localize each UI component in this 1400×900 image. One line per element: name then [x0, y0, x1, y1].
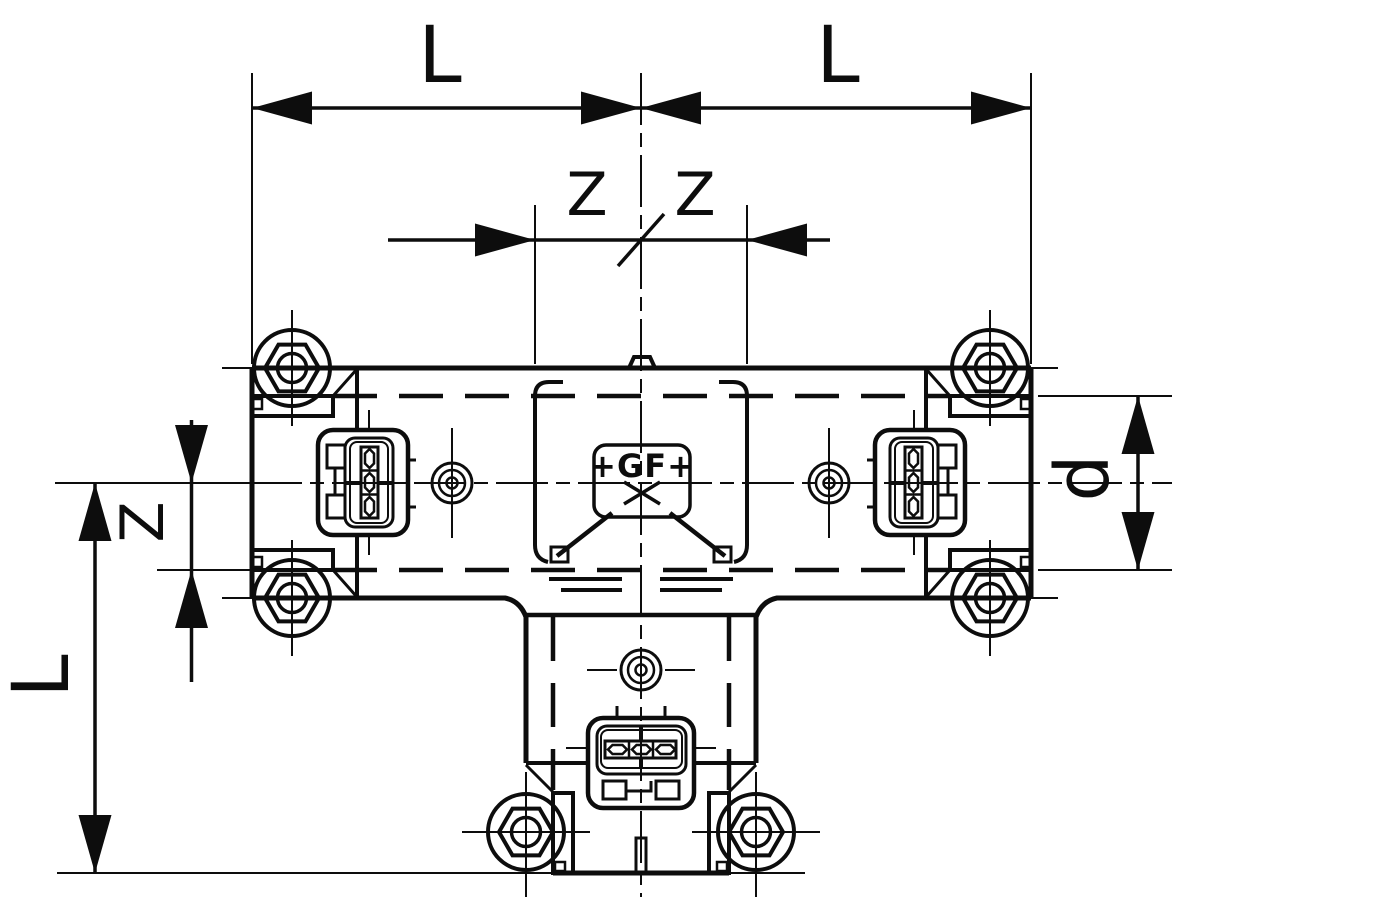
chamfer-lines	[331, 368, 952, 794]
drawing-root: +GF+ L L	[0, 11, 1172, 897]
connector-centerline-stubs	[368, 410, 915, 749]
top-center-tab	[627, 355, 657, 369]
label-Z-right: Z	[674, 160, 715, 230]
clamp-bolts	[252, 328, 1030, 872]
bolt	[950, 328, 1030, 408]
logo-plate-outline	[592, 443, 692, 519]
connector-block-left	[315, 427, 416, 538]
dimensions: L L Z Z Z L d	[0, 11, 1172, 874]
branch-opening-lines	[549, 577, 733, 592]
press-indicator	[807, 461, 851, 505]
label-L-top-right: L	[816, 11, 860, 101]
drawing-root-fill: +GF+ L L	[0, 11, 1172, 897]
bolt-crosshair	[692, 772, 820, 897]
bolt	[950, 558, 1030, 638]
socket-seams	[355, 368, 928, 598]
lug-notch	[553, 860, 567, 873]
lug-notch	[251, 555, 264, 569]
lug-notch	[715, 860, 729, 873]
extension-lines-diameter	[1038, 395, 1172, 571]
gf-logo-plate: +GF+	[589, 443, 695, 519]
bolt	[716, 792, 796, 872]
connector-block-bottom	[585, 706, 697, 811]
connector-block-right	[867, 427, 968, 538]
label-L-side: L	[0, 654, 87, 698]
funnel-end-block	[549, 545, 570, 564]
center-slash-mark	[616, 212, 666, 268]
extension-lines-top	[251, 73, 1032, 364]
hub-inner-left	[533, 380, 563, 545]
press-indicator	[430, 461, 474, 505]
label-Z-side: Z	[108, 501, 178, 542]
hub-inner-right	[719, 380, 749, 545]
logo-cross-mark	[623, 480, 661, 506]
hub-inner-corners	[533, 544, 749, 564]
label-Z-left: Z	[566, 160, 607, 230]
label-L-top-left: L	[418, 11, 462, 101]
gf-logo-text: +GF+	[589, 447, 695, 485]
lug-notch	[251, 397, 264, 411]
funnel-end-block	[712, 545, 733, 564]
lug-notch	[1019, 397, 1032, 411]
press-indicators	[430, 461, 851, 692]
bolt-crosshair	[462, 772, 590, 897]
bolt	[252, 558, 332, 638]
arrowheads	[78, 91, 1155, 873]
branch-funnel-diagonals	[555, 511, 727, 558]
label-d-diameter: d	[1040, 455, 1126, 502]
run-bottom-right-transition	[753, 595, 1031, 763]
lug-notch	[1019, 555, 1032, 569]
run-bottom-left-transition	[252, 595, 529, 763]
bolt	[252, 328, 332, 408]
press-indicator	[619, 648, 663, 692]
bolt	[486, 792, 566, 872]
